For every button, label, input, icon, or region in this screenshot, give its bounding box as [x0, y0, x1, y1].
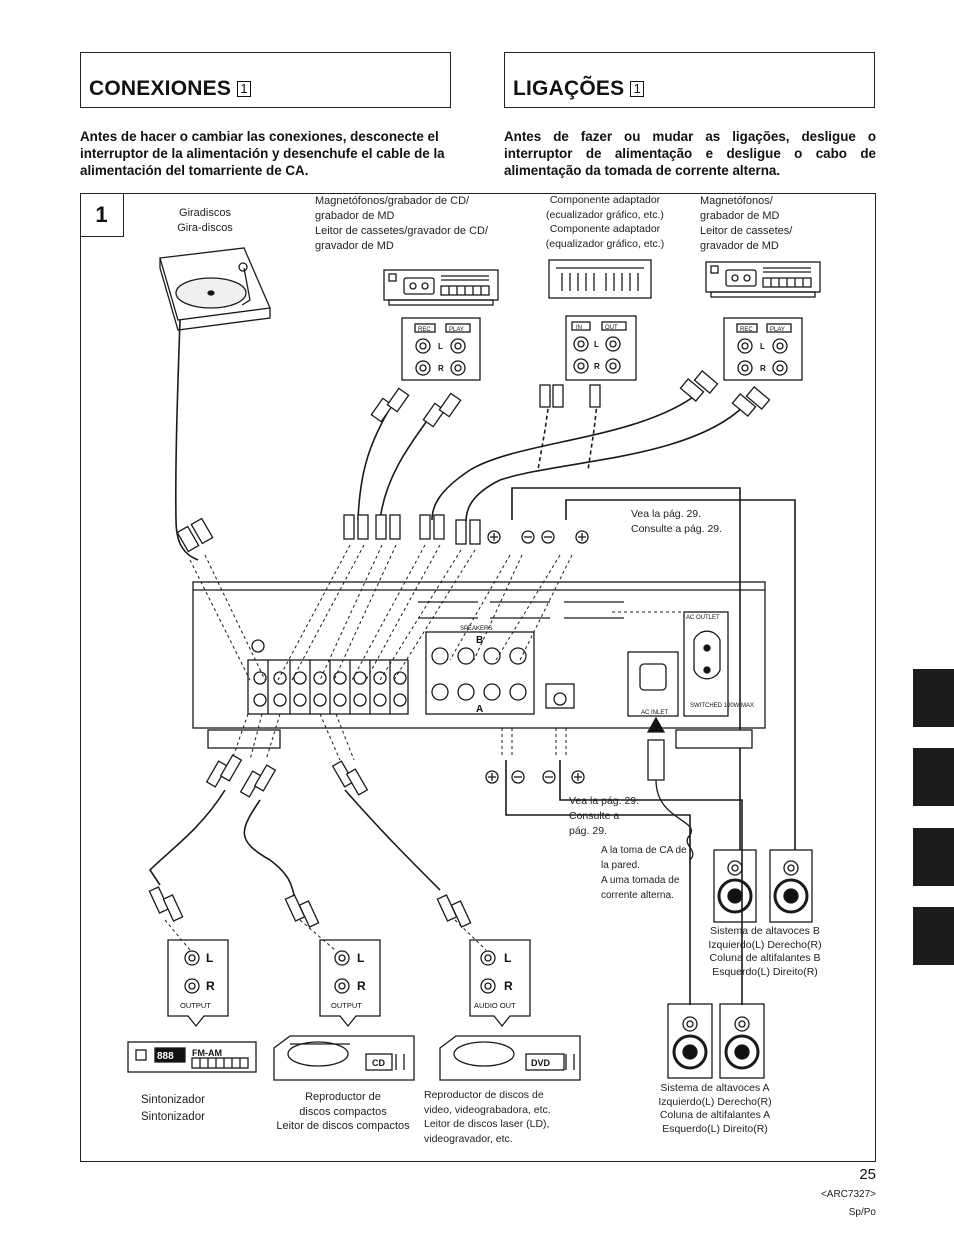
speakers-terminal-label: SPEAKERS [460, 626, 492, 632]
cd-player-label: Reproductor de discos compactos Leitor d… [276, 1091, 410, 1132]
speakers-a-label: Sistema de altavoces A Izquierdo(L) Dere… [658, 1082, 772, 1135]
tape2-play-label: PLAY [770, 327, 785, 333]
rca-plugs [176, 370, 771, 553]
turntable-icon [159, 247, 271, 331]
tuner-fm-am-label: FM-AM [192, 1048, 222, 1058]
dvd-player-label: DVD [531, 1058, 551, 1068]
cd-player-icon [273, 1035, 415, 1081]
section-tab-2 [913, 748, 954, 806]
ac-outlet-label: AC OUTLET [686, 615, 720, 621]
tape1-rec-label: REC [418, 327, 431, 333]
tuner-l-label: L [206, 951, 213, 965]
cd-l-label: L [357, 951, 364, 965]
section-tab-4 [913, 907, 954, 965]
tape1-jack-panel [401, 317, 481, 381]
source-output-panels [167, 939, 531, 1028]
section-tab-3 [913, 828, 954, 886]
ac-inlet-label: AC INLET [641, 710, 668, 716]
tape1-r-label: R [438, 364, 444, 373]
switched-label: SWITCHED 100W MAX [690, 703, 754, 709]
dvd-player-label-text: Reproductor de discos de video, videogra… [424, 1089, 551, 1145]
speakers-b-icon [713, 849, 813, 923]
model-code: <ARC7327> [820, 1189, 876, 1200]
speakers-b-terminal-label: B [476, 635, 483, 646]
intro-pt: Antes de fazer ou mudar as ligações, des… [504, 129, 876, 178]
cables-top [175, 319, 796, 850]
cd-r-label: R [357, 979, 366, 993]
eq-jack-panel [565, 315, 637, 381]
tuner-icon [127, 1041, 257, 1073]
turntable-label: Giradiscos Gira-discos [177, 207, 233, 234]
page-number: 25 [859, 1166, 876, 1183]
receiver-rear-panel [192, 581, 766, 749]
tape-deck-1-label: Magnetófonos/grabador de CD/ grabador de… [315, 195, 489, 252]
tuner-output-label: OUTPUT [180, 1001, 211, 1010]
tape2-r-label: R [760, 364, 766, 373]
speakers-a-terminal-label: A [476, 704, 483, 715]
speakers-a-icon [667, 1003, 765, 1079]
tape-deck-2-icon [705, 261, 821, 298]
dvd-l-label: L [504, 951, 511, 965]
cd-output-label: OUTPUT [331, 1001, 362, 1010]
section-tab-1 [913, 669, 954, 727]
section-number-badge: 1 [237, 81, 252, 97]
eq-l-label: L [594, 340, 599, 349]
tape2-rec-label: REC [740, 327, 753, 333]
language-code: Sp/Po [848, 1207, 876, 1218]
cd-player-label: CD [372, 1058, 385, 1068]
dvd-audio-out-label: AUDIO OUT [474, 1001, 516, 1010]
intro-es: Antes de hacer o cambiar las conexiones,… [80, 129, 445, 178]
adapter-label: Componente adaptador (ecualizador gráfic… [545, 194, 665, 250]
eq-in-label: IN [576, 325, 582, 331]
speakers-b-label: Sistema de altavoces B Izquierdo(L) Dere… [708, 925, 822, 978]
step-number: 1 [80, 193, 124, 237]
diagram-frame [80, 193, 876, 1162]
section-number-badge: 1 [630, 81, 645, 97]
dvd-player-icon [439, 1035, 581, 1081]
tape2-jack-panel [723, 317, 803, 381]
tape1-l-label: L [438, 342, 443, 351]
see-page-note-top: Vea la pág. 29. Consulte a pág. 29. [631, 508, 723, 535]
tuner-label: Sintonizador Sintonizador [141, 1094, 205, 1123]
ac-outlet-note: A la toma de CA de la pared. A uma tomad… [601, 845, 687, 901]
see-page-note-bottom: Vea la pág. 29. Consulte a pág. 29. [569, 795, 640, 837]
equalizer-icon [548, 259, 652, 299]
eq-out-label: OUT [605, 325, 618, 331]
eq-r-label: R [594, 362, 600, 371]
tuner-r-label: R [206, 979, 215, 993]
dvd-r-label: R [504, 979, 513, 993]
tuner-display: 888 [157, 1051, 174, 1062]
tape-deck-1-icon [383, 269, 499, 306]
tape1-play-label: PLAY [449, 327, 464, 333]
cables-bottom [148, 713, 487, 951]
tape-deck-2-label: Magnetófonos/ grabador de MD Leitor de c… [700, 195, 793, 252]
tape2-l-label: L [760, 342, 765, 351]
